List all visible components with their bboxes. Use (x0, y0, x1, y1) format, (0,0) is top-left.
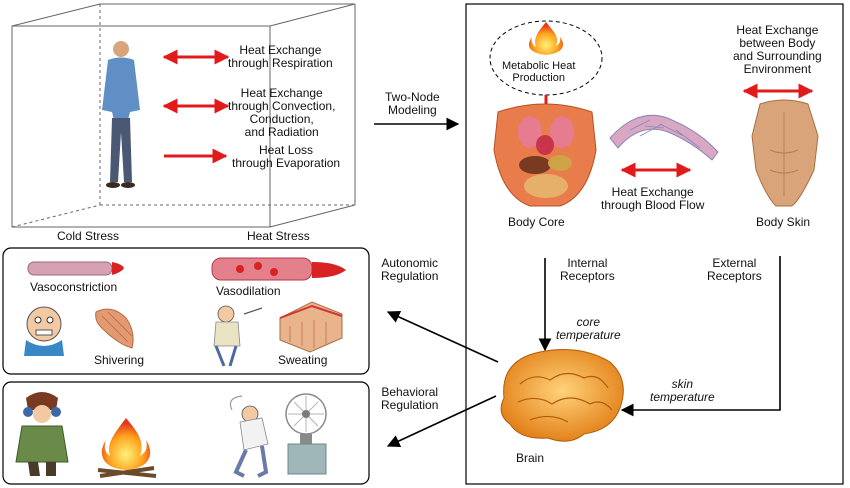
external-receptor-arrow (620, 256, 781, 417)
vasoconstriction-vessel-icon (27, 261, 124, 276)
model-frame (465, 3, 844, 485)
metabolic-flame-icon (528, 22, 564, 55)
bundled-person-icon (15, 392, 69, 476)
person-with-fan-icon (229, 395, 269, 478)
room-box (11, 3, 356, 228)
body-core-label: Body Core (508, 215, 565, 229)
blood-vessel-icon (609, 114, 719, 161)
body-core-torso-icon (493, 103, 597, 207)
vasoconstriction-label: Vasoconstriction (30, 280, 118, 294)
electric-fan-icon (285, 393, 327, 475)
behavioral-box (2, 381, 370, 485)
muscle-fiber-icon (95, 308, 134, 349)
cold-stress-label: Cold Stress (57, 229, 120, 243)
body-skin-label: Body Skin (756, 215, 811, 229)
shivering-label: Shivering (94, 353, 145, 367)
campfire-icon (97, 418, 157, 478)
room-exchange-arrows (162, 49, 230, 164)
body-skin-torso-icon (751, 99, 819, 207)
skin-section-icon (279, 301, 343, 353)
brain-label: Brain (516, 451, 545, 465)
vasodilation-label: Vasodilation (216, 284, 281, 298)
behavioral-arrow (386, 395, 497, 447)
autonomic-box (2, 247, 370, 375)
brain-icon (500, 349, 624, 442)
vasodilation-vessel-icon (211, 257, 346, 281)
sweating-man-icon (213, 305, 263, 367)
shivering-face-icon (24, 306, 64, 356)
heat-stress-label: Heat Stress (247, 229, 310, 243)
autonomic-arrow (386, 310, 499, 363)
standing-man-icon (102, 41, 140, 188)
sweating-label: Sweating (278, 353, 328, 367)
